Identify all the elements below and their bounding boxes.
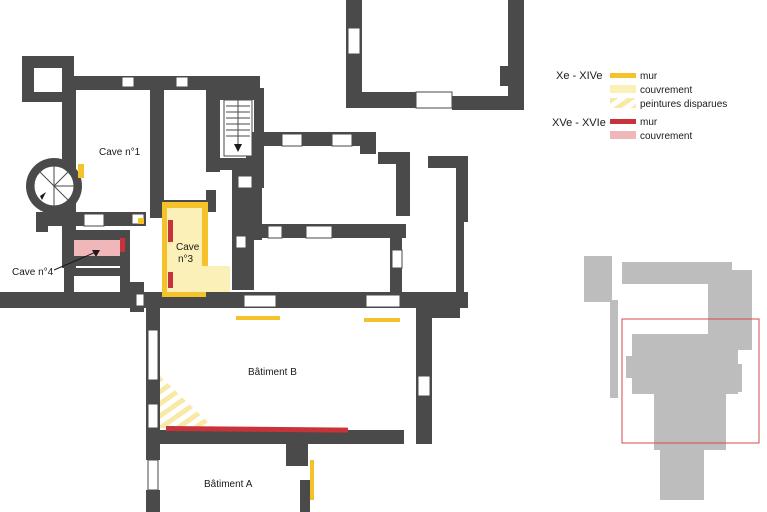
legend-swatch-period1-paintings: [610, 98, 636, 108]
batiment-b-features: [160, 376, 348, 433]
staircase-icon: [223, 99, 253, 157]
legend-swatch-period1-wall: [610, 73, 636, 78]
legend-period2-heading: XVe - XVIe: [552, 117, 606, 129]
room-label-cave-4: Cave n°4: [12, 267, 54, 278]
legend-period1-paintings: peintures disparues: [640, 99, 727, 110]
top-right-building: [346, 0, 524, 110]
lower-openings: [147, 329, 431, 491]
room-label-cave-1: Cave n°1: [99, 147, 141, 158]
pointer-arrow-icon: [53, 250, 100, 271]
legend-swatch-period1-cover: [610, 85, 636, 93]
spiral-staircase-icon: [33, 165, 75, 207]
room-label-cave-3-line1: Cave: [176, 242, 200, 253]
location-minimap: [584, 256, 752, 500]
cave4-vault: [74, 238, 125, 256]
room-label-cave-3-line2: n°3: [178, 254, 194, 265]
period1-wall-marks: [78, 164, 400, 500]
top-right-openings: [347, 27, 453, 109]
legend-period1-wall: mur: [640, 71, 658, 82]
legend-swatch-period2-cover: [610, 131, 636, 139]
legend-period1-cover: couvrement: [640, 85, 692, 96]
legend-period2-cover: couvrement: [640, 131, 692, 142]
room-label-batiment-a: Bâtiment A: [204, 479, 253, 490]
legend-period1-heading: Xe - XIVe: [556, 70, 602, 82]
legend-period2-wall: mur: [640, 117, 658, 128]
legend: Xe - XIVe mur couvrement peintures dispa…: [552, 70, 727, 142]
upper-openings: [83, 76, 403, 308]
lower-walls: [146, 304, 460, 512]
cave3-vault: [162, 202, 230, 297]
legend-swatch-period2-wall: [610, 119, 636, 124]
room-label-batiment-b: Bâtiment B: [248, 367, 297, 378]
minimap-focus-frame: [621, 318, 760, 444]
